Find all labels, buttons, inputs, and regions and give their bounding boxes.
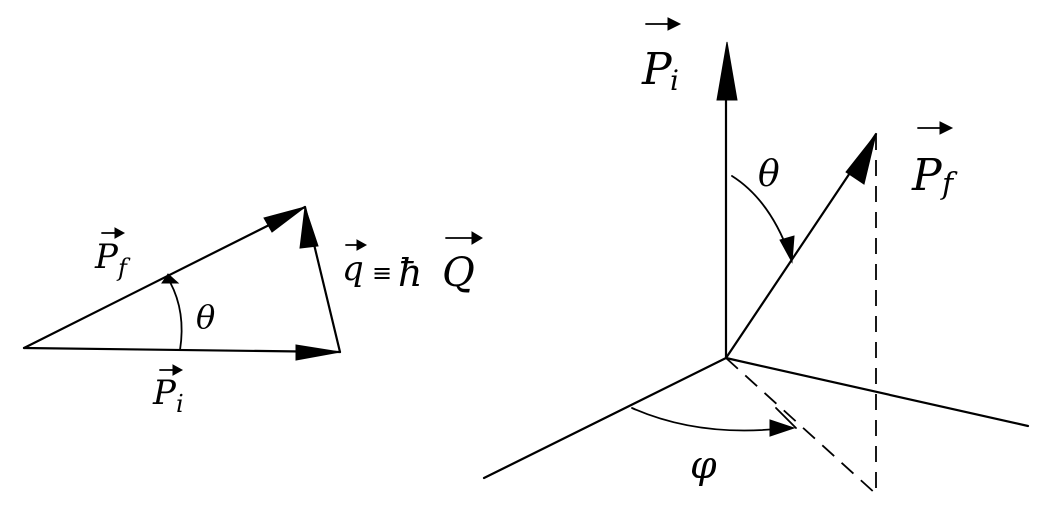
svg-text:P: P — [152, 373, 177, 413]
theta-arc — [169, 281, 183, 351]
pi-arrowhead — [295, 344, 341, 361]
theta-label-left: θ — [196, 298, 215, 336]
q-equals-hbar-q-label: q ≡ ħ Q — [342, 231, 483, 296]
pf-label-left: P f — [94, 227, 131, 282]
q-arrowhead — [299, 206, 319, 249]
pi-vector-line — [22, 346, 342, 354]
svg-text:Q: Q — [442, 250, 475, 296]
svg-text:ħ: ħ — [398, 251, 422, 295]
pi-label-right: P i — [641, 17, 682, 97]
lower-left-axis — [482, 356, 728, 480]
svg-text:P: P — [641, 44, 673, 95]
theta-arc-arrowhead — [161, 273, 180, 284]
pf-arrowhead-right — [845, 133, 877, 185]
phi-label: φ — [690, 443, 717, 487]
pf-arrowhead — [263, 206, 306, 233]
pi-axis-arrowhead — [716, 41, 738, 101]
theta-arc-arrowhead-right — [779, 235, 795, 264]
svg-text:q: q — [342, 249, 364, 289]
svg-text:≡: ≡ — [372, 259, 392, 287]
pf-vector-line — [22, 205, 307, 350]
phi-arc-arrowhead — [769, 419, 796, 437]
svg-text:P: P — [911, 150, 943, 201]
svg-text:f: f — [116, 254, 131, 282]
phi-tick — [775, 407, 797, 429]
svg-text:P: P — [94, 237, 119, 277]
svg-text:i: i — [670, 64, 679, 97]
phi-arc — [631, 407, 787, 432]
pi-label-left: P i — [152, 364, 184, 418]
theta-label-right: θ — [758, 154, 780, 195]
scattering-3d: P i P f θ φ — [482, 17, 1030, 495]
right-axis — [724, 356, 1030, 428]
dashed-diagonal-projection — [725, 357, 877, 495]
svg-text:f: f — [940, 167, 958, 202]
pf-label-right: P f — [911, 121, 958, 202]
momentum-triangle: P f P i θ q ≡ ħ Q — [22, 205, 483, 418]
svg-text:i: i — [176, 390, 184, 418]
